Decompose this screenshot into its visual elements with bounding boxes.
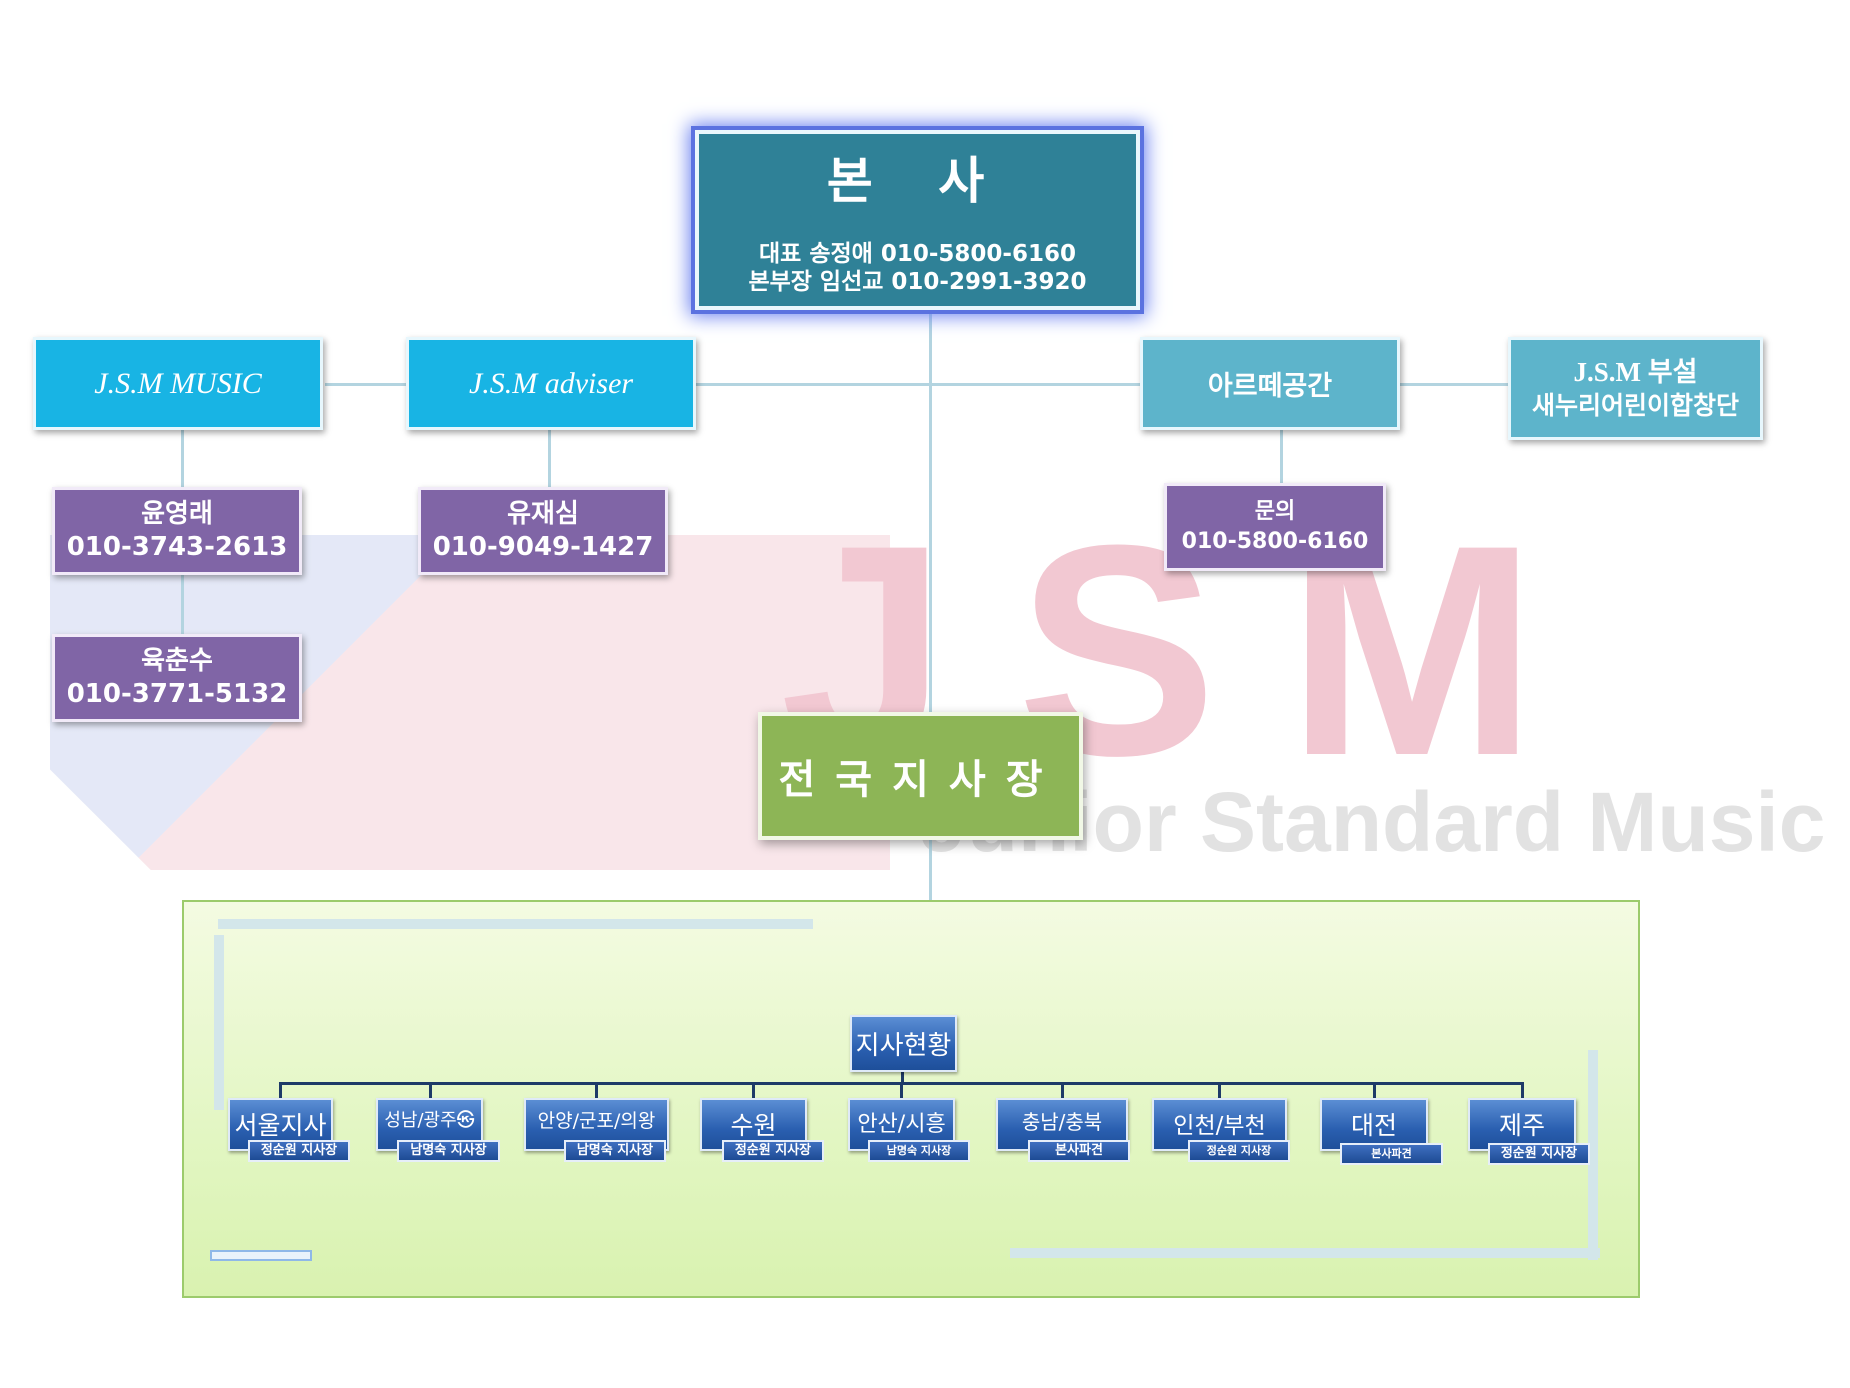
branch-stem xyxy=(595,1082,598,1100)
contact-music-1-name: 윤영래 xyxy=(141,499,213,529)
contact-music-1: 윤영래 010-3743-2613 xyxy=(52,487,302,575)
branch-name-anyang: 안양/군포/의왕 xyxy=(537,1110,656,1132)
branch-name-chungnam: 충남/충북 xyxy=(1021,1110,1103,1134)
branch-name-suwon: 수원 xyxy=(730,1111,777,1140)
contact-music-2-name: 육춘수 xyxy=(141,646,213,676)
branch-name-jeju: 제주 xyxy=(1498,1111,1545,1140)
division-jsm-adviser-label: J.S.M adviser xyxy=(468,366,634,400)
branch-manager-suwon: 정순원 지사장 xyxy=(722,1140,824,1162)
branch-manager-seoul: 정순원 지사장 xyxy=(248,1140,350,1162)
contact-arte-label: 문의 xyxy=(1254,499,1296,524)
contact-adviser: 유재심 010-9049-1427 xyxy=(418,487,668,575)
branch-stem xyxy=(279,1082,282,1100)
contact-music-2: 육춘수 010-3771-5132 xyxy=(52,634,302,722)
division-choir-line2: 새누리어린이합창단 xyxy=(1531,390,1739,420)
contact-arte-phone: 010-5800-6160 xyxy=(1181,529,1369,554)
panel-deco-bar xyxy=(210,1250,312,1261)
panel-deco-bottom xyxy=(1010,1248,1600,1258)
connector-trunk xyxy=(929,310,932,900)
branch-stem xyxy=(1521,1082,1524,1100)
branch-name-seongnam: 성남/광주㉿ xyxy=(384,1110,475,1131)
branch-name-ansan: 안산/시흥 xyxy=(857,1112,946,1137)
branch-manager-ansan: 남명숙 지사장 xyxy=(868,1140,970,1162)
branch-root-stem xyxy=(901,1072,904,1084)
branch-manager-seongnam: 남명숙 지사장 xyxy=(397,1140,500,1162)
branch-stem xyxy=(752,1082,755,1100)
panel-deco-left xyxy=(214,935,224,1110)
branch-root-node: 지사현황 xyxy=(850,1015,957,1072)
headquarters-director: 본부장 임선교 010-2991-3920 xyxy=(748,269,1087,295)
headquarters-ceo: 대표 송정애 010-5800-6160 xyxy=(759,241,1076,267)
division-arte-space: 아르떼공간 xyxy=(1140,337,1400,430)
contact-music-2-phone: 010-3771-5132 xyxy=(66,679,288,709)
branch-name-daejeon: 대전 xyxy=(1350,1111,1397,1140)
division-choir-line1: J.S.M 부설 xyxy=(1573,356,1698,387)
division-choir: J.S.M 부설 새누리어린이합창단 xyxy=(1508,337,1763,440)
contact-arte: 문의 010-5800-6160 xyxy=(1164,483,1386,571)
national-branch-heads-title: 전국지사장 xyxy=(778,757,1063,803)
branch-stem xyxy=(1218,1082,1221,1100)
headquarters-box: 본 사 대표 송정애 010-5800-6160 본부장 임선교 010-299… xyxy=(695,130,1140,310)
division-jsm-adviser: J.S.M adviser xyxy=(406,337,696,430)
branch-stem xyxy=(1373,1082,1376,1100)
division-jsm-music: J.S.M MUSIC xyxy=(33,337,323,430)
panel-deco-right xyxy=(1588,1050,1598,1260)
branch-stem xyxy=(1061,1082,1064,1100)
division-jsm-music-label: J.S.M MUSIC xyxy=(94,366,262,400)
branch-name-seoul: 서울지사 xyxy=(234,1111,327,1140)
branch-stem xyxy=(429,1082,432,1100)
contact-adviser-phone: 010-9049-1427 xyxy=(432,532,654,562)
branch-manager-incheon: 정순원 지사장 xyxy=(1188,1140,1290,1162)
branch-name-incheon: 인천/부천 xyxy=(1173,1113,1266,1139)
branch-manager-jeju: 정순원 지사장 xyxy=(1488,1143,1590,1165)
connector-arte xyxy=(1280,430,1283,485)
division-arte-space-label: 아르떼공간 xyxy=(1207,371,1333,402)
connector-adviser xyxy=(548,430,551,490)
contact-music-1-phone: 010-3743-2613 xyxy=(66,532,288,562)
contact-adviser-name: 유재심 xyxy=(507,499,579,529)
headquarters-title: 본 사 xyxy=(826,152,1009,210)
branch-root-label: 지사현황 xyxy=(855,1031,952,1061)
branch-manager-chungnam: 본사파견 xyxy=(1028,1140,1130,1162)
branch-manager-daejeon: 본사파견 xyxy=(1340,1143,1443,1165)
branch-stem xyxy=(900,1082,903,1100)
national-branch-heads-box: 전국지사장 xyxy=(758,712,1083,840)
branch-manager-anyang: 남명숙 지사장 xyxy=(564,1140,666,1162)
branch-node-jeju: 제주 xyxy=(1468,1098,1576,1151)
panel-deco-top xyxy=(218,919,813,929)
